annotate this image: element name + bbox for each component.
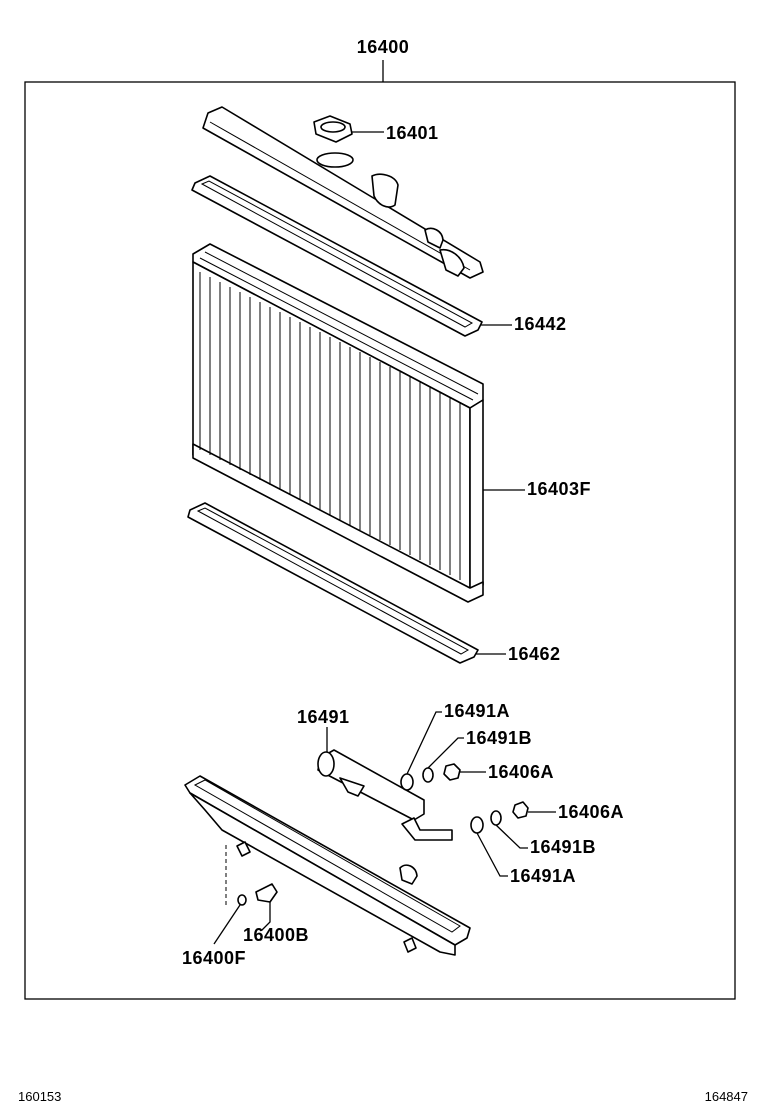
footer-left-code: 160153 [18, 1089, 61, 1104]
leader-16491a-lower [476, 832, 508, 877]
label-16401[interactable]: 16401 [386, 123, 439, 143]
assembly-number-label[interactable]: 16400 [357, 37, 410, 57]
label-16406a-upper[interactable]: 16406A [488, 762, 554, 782]
washer-upper-b-drawing [422, 767, 434, 783]
o-ring-upper-a-drawing [400, 773, 414, 791]
label-16442[interactable]: 16442 [514, 314, 567, 334]
leader-16400b [261, 902, 271, 931]
radiator-core-drawing [192, 243, 484, 603]
upper-tank-drawing [202, 106, 484, 279]
leader-16491b-lower [495, 824, 528, 849]
nut-upper-drawing [443, 763, 461, 781]
label-16400b[interactable]: 16400B [243, 925, 309, 945]
lower-tank-drawing [184, 775, 471, 956]
label-16491a-upper[interactable]: 16491A [444, 701, 510, 721]
oil-cooler-pipe-drawing [317, 749, 453, 841]
label-16491b-lower[interactable]: 16491B [530, 837, 596, 857]
footer-right-code: 164847 [705, 1089, 748, 1104]
leader-16491b-upper [427, 737, 464, 769]
label-16491a-lower[interactable]: 16491A [510, 866, 576, 886]
label-16400f[interactable]: 16400F [182, 948, 246, 968]
label-16491[interactable]: 16491 [297, 707, 350, 727]
label-16403f[interactable]: 16403F [527, 479, 591, 499]
radiator-cap-drawing [313, 115, 353, 143]
drain-cock-plug-drawing [255, 883, 278, 903]
drain-o-ring-drawing [237, 894, 247, 906]
label-16406a-lower[interactable]: 16406A [558, 802, 624, 822]
label-16462[interactable]: 16462 [508, 644, 561, 664]
label-16491b-upper[interactable]: 16491B [466, 728, 532, 748]
leader-16491a-upper [406, 711, 442, 775]
o-ring-lower-a-drawing [470, 816, 484, 834]
washer-lower-b-drawing [490, 810, 502, 826]
upper-gasket-drawing [191, 175, 483, 337]
lower-gasket-drawing [187, 502, 479, 664]
assembly-frame [24, 81, 736, 1000]
nut-lower-drawing [512, 801, 529, 819]
leader-16400f [213, 904, 241, 945]
